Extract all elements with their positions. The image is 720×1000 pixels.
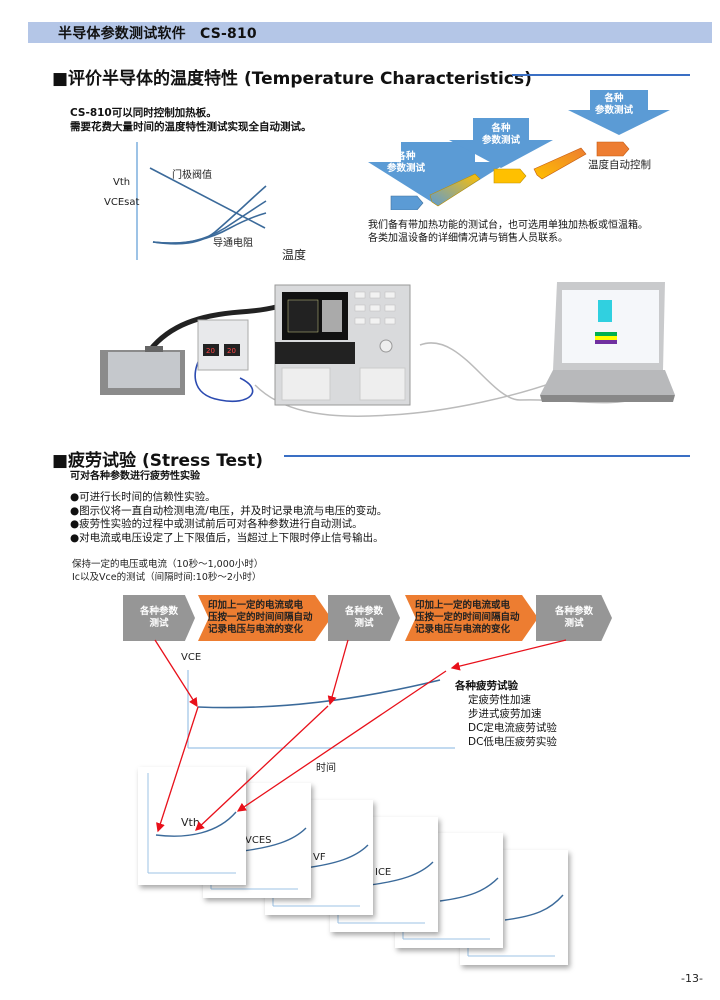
- tester-cable: [419, 342, 651, 404]
- document-title: 半导体参数测试软件 CS-810: [58, 26, 257, 42]
- step-label-2: 各种参数测试: [481, 123, 520, 146]
- thermocouple-cable: [194, 349, 254, 403]
- stress-section-title: ■疲劳试验 (Stress Test): [52, 451, 264, 471]
- vth-label: Vth: [181, 816, 200, 829]
- heating-description: 我们备有带加热功能的测试台，也可选用单独加热板或恒温箱。 各类加温设备的详细情况…: [368, 219, 648, 245]
- svg-text:20: 20: [227, 347, 236, 355]
- down-arrow-1: [368, 142, 508, 206]
- flow-step-stress-1: 印加上一定的电流或电压按一定的时间间隔自动记录电压与电流的变化: [198, 595, 331, 641]
- section-divider: [512, 74, 690, 76]
- vce-curve: [197, 679, 441, 709]
- bullet-item: ●图示仪将一直自动检测电流/电压，并及时记录电流与电压的变动。: [70, 504, 388, 517]
- on-resistance-curve-3: [152, 212, 267, 244]
- section-divider-2: [284, 455, 690, 457]
- stress-bullet-list: ●可进行长时间的信赖性实验。 ●图示仪将一直自动检测电流/电压，并及时记录电流与…: [70, 491, 387, 545]
- stress-notes: 保持一定的电压或电流（10秒～1,000小时） Ic以及Vce的测试（间隔时间:…: [72, 558, 263, 584]
- stress-subtitle: 可对各种参数进行疲劳性实验: [70, 471, 200, 482]
- vf-label: VF: [313, 852, 326, 863]
- vcesat-axis-label: VCEsat: [104, 197, 140, 208]
- fatigue-test-heading: 各种疲劳试验: [455, 680, 518, 692]
- equipment-photo: 20 20: [100, 282, 675, 417]
- fatigue-test-item: DC低电压疲劳实验: [468, 736, 557, 748]
- flow-step-test-3: 各种参数测试: [536, 595, 612, 641]
- time-axis-label: 时间: [316, 763, 336, 774]
- svg-text:20: 20: [206, 347, 215, 355]
- header-bar: [28, 22, 712, 43]
- temperature-section-title: ■评价半导体的温度特性 (Temperature Characteristics…: [52, 69, 532, 89]
- step-block-3: [596, 141, 630, 157]
- temperature-step-diagram: [368, 90, 670, 210]
- vth-axis-label: Vth: [113, 177, 131, 188]
- fatigue-test-item: 步进式疲劳加速: [468, 708, 542, 720]
- temperature-axis-label: 温度: [282, 248, 307, 262]
- step-block-2: [493, 168, 527, 184]
- auto-control-label: 温度自动控制: [588, 159, 651, 171]
- page-number: -13-: [681, 972, 703, 985]
- note-line-1: 保持一定的电压或电流（10秒～1,000小时）: [72, 559, 264, 570]
- vces-label: VCES: [245, 835, 272, 846]
- gate-threshold-curve: [149, 167, 266, 229]
- bullet-item: ●对电流或电压设定了上下限值后，当超过上下限时停止信号输出。: [70, 531, 384, 544]
- step-block-1: [390, 195, 424, 210]
- gate-threshold-label: 门极阀值: [172, 170, 212, 181]
- fatigue-test-item: DC定电流疲劳试验: [468, 722, 557, 734]
- ice-label: ICE: [375, 867, 392, 878]
- flow-step-test-1: 各种参数测试: [123, 595, 195, 641]
- down-arrow-3: [568, 90, 670, 135]
- note-line-2: Ic以及Vce的测试（间隔时间:10秒～2小时）: [72, 572, 262, 583]
- temperature-intro: CS-810可以同时控制加热板。 需要花费大量时间的温度特性测试实现全自动测试。: [70, 106, 312, 134]
- param-card-vth: Vth: [138, 767, 246, 885]
- description-line-1: 我们备有带加热功能的测试台，也可选用单独加热板或恒温箱。: [368, 220, 648, 231]
- hot-plate-surface: [108, 352, 180, 388]
- flow-step-test-2: 各种参数测试: [328, 595, 400, 641]
- laptop-keyboard: [540, 370, 675, 395]
- bullet-item: ●疲劳性实验的过程中或测试前后可对各种参数进行自动测试。: [70, 518, 363, 530]
- description-line-2: 各类加温设备的详细情况请与销售人员联系。: [368, 233, 568, 244]
- flow-step-stress-2: 印加上一定的电流或电压按一定的时间间隔自动记录电压与电流的变化: [405, 595, 538, 641]
- fatigue-test-types: 各种疲劳试验 定疲劳性加速 步进式疲劳加速 DC定电流疲劳试验 DC低电压疲劳实…: [455, 679, 557, 749]
- on-resistance-label: 导通电阻: [213, 238, 253, 249]
- step-label-1: 各种参数测试: [386, 151, 425, 174]
- ramp-2: [533, 147, 587, 180]
- down-arrow-2: [449, 118, 553, 168]
- temperature-characteristics-graph: [136, 142, 282, 262]
- fatigue-test-item: 定疲劳性加速: [468, 694, 531, 706]
- vce-axis-label: VCE: [181, 652, 202, 663]
- ramp-1: [429, 173, 481, 207]
- intro-line-2: 需要花费大量时间的温度特性测试实现全自动测试。: [70, 121, 312, 133]
- intro-line-1: CS-810可以同时控制加热板。: [70, 107, 217, 119]
- bullet-item: ●可进行长时间的信赖性实验。: [70, 491, 216, 503]
- step-label-3: 各种参数测试: [594, 93, 633, 116]
